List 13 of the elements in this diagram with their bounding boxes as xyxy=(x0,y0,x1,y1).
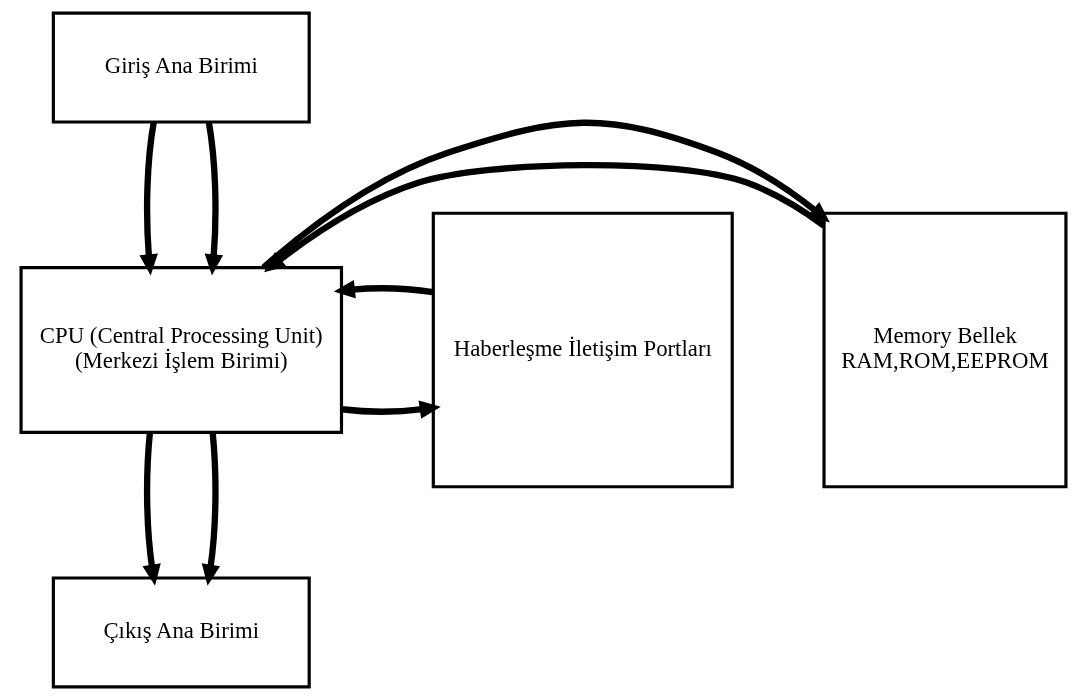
arrow xyxy=(333,280,433,299)
arrow xyxy=(142,432,161,586)
arrow xyxy=(260,119,830,270)
node-box: Çıkış Ana Birimi xyxy=(51,576,311,689)
node-box: Memory Bellek RAM,ROM,EEPROM xyxy=(821,211,1067,489)
node-box: Giriş Ana Birimi xyxy=(51,11,311,124)
node-box: Haberleşme İletişim Portları xyxy=(431,211,734,489)
node-box: CPU (Central Processing Unit) (Merkezi İşlem Birimi) xyxy=(19,266,343,434)
arrow xyxy=(201,432,220,586)
arrow xyxy=(138,121,158,276)
arrow xyxy=(204,121,223,276)
arrow xyxy=(340,400,441,419)
arrow xyxy=(263,161,826,273)
